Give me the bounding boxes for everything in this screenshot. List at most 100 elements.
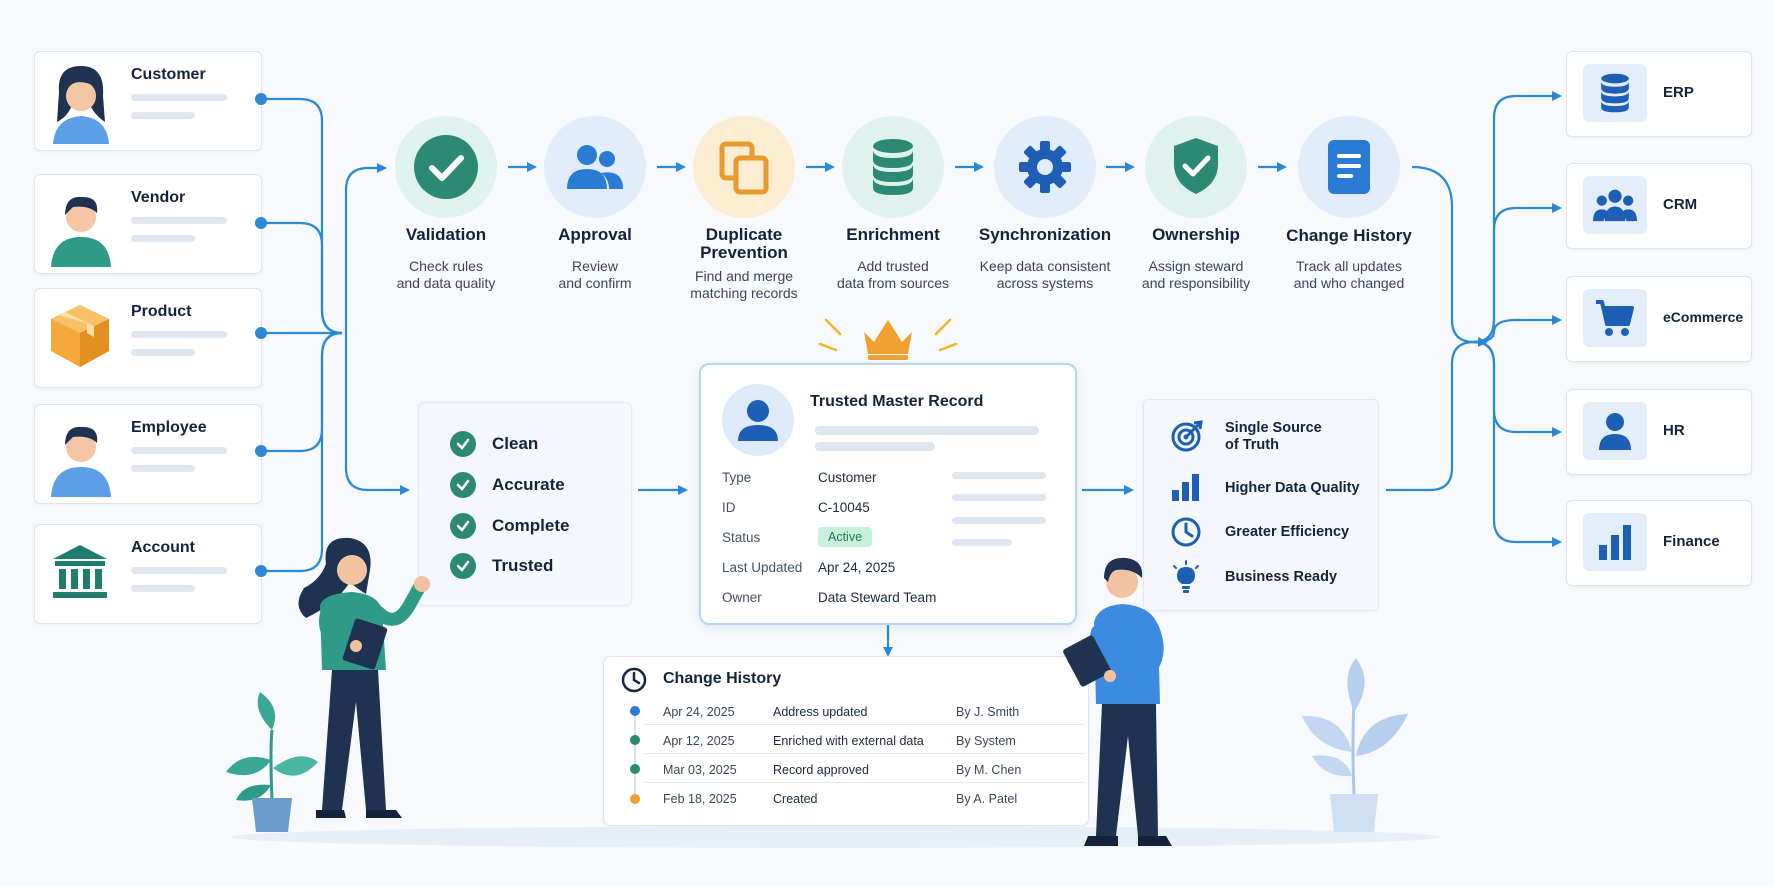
- step-description: Check rules and data quality: [396, 258, 496, 291]
- target-label: CRM: [1663, 196, 1698, 213]
- history-author: By M. Chen: [956, 763, 1022, 777]
- history-author: By System: [956, 734, 1016, 748]
- target-label: eCommerce: [1663, 309, 1744, 325]
- quality-item: Clean: [450, 431, 610, 457]
- timeline-dot: [630, 735, 640, 745]
- field-value: Customer: [818, 470, 877, 485]
- users-icon: [1583, 176, 1647, 234]
- timeline-dot: [630, 706, 640, 716]
- target-card-hr[interactable]: HR: [1566, 389, 1752, 475]
- step-title: Enrichment: [846, 225, 940, 244]
- shield-icon: [1174, 138, 1218, 194]
- clock-icon: [621, 667, 647, 693]
- step-title: Ownership: [1152, 225, 1240, 244]
- plant-right-illustration: [1302, 658, 1408, 832]
- bar-chart-icon: [1172, 474, 1199, 501]
- change-history-title: Change History: [663, 670, 782, 687]
- quality-label: Complete: [492, 516, 570, 535]
- history-event: Record approved: [773, 763, 869, 777]
- source-card-vendor[interactable]: Vendor: [34, 174, 262, 274]
- crown-icon: [818, 318, 958, 360]
- quality-label: Accurate: [492, 475, 565, 494]
- change-history-card: [603, 656, 1089, 826]
- woman-with-tablet-illustration: [298, 537, 430, 818]
- man-with-tablet-illustration: [1063, 557, 1172, 846]
- field-value: Data Steward Team: [818, 590, 937, 605]
- connector-dot: [255, 565, 267, 577]
- step-description: Add trusted data from sources: [836, 258, 950, 291]
- check-icon: [414, 135, 478, 199]
- step-description: Keep data consistent across systems: [979, 258, 1111, 291]
- field-label: Type: [722, 470, 752, 485]
- step-title: Change History: [1286, 226, 1412, 245]
- step-synchronization[interactable]: [994, 116, 1096, 218]
- check-icon: [450, 553, 476, 579]
- source-card-product[interactable]: Product: [34, 288, 262, 388]
- history-author: By J. Smith: [956, 705, 1020, 719]
- step-duplicate-prevention[interactable]: [693, 116, 795, 218]
- clock-icon: [1171, 517, 1201, 547]
- field-value: Apr 24, 2025: [818, 560, 896, 575]
- check-icon: [450, 431, 476, 457]
- target-card-crm[interactable]: CRM: [1566, 163, 1752, 249]
- step-change-history[interactable]: [1298, 116, 1400, 218]
- target-label: Finance: [1663, 533, 1720, 550]
- quality-label: Clean: [492, 434, 539, 453]
- check-icon: [450, 472, 476, 498]
- target-icon: [1171, 420, 1203, 452]
- cart-icon: [1583, 289, 1647, 347]
- quality-item: Trusted: [450, 553, 610, 579]
- box-icon: [51, 305, 109, 367]
- step-description: Find and merge matching records: [690, 268, 798, 301]
- benefit-label: Business Ready: [1225, 569, 1338, 585]
- timeline-line: [634, 712, 636, 800]
- connector-dot: [255, 445, 267, 457]
- person-icon: [1583, 402, 1647, 460]
- source-label: Employee: [131, 419, 207, 436]
- source-card-customer[interactable]: Customer: [34, 51, 262, 151]
- database-icon: [1583, 64, 1647, 122]
- connector-dot: [255, 217, 267, 229]
- target-card-erp[interactable]: ERP: [1566, 51, 1752, 137]
- timeline-dot: [630, 794, 640, 804]
- step-validation[interactable]: [395, 116, 497, 218]
- gear-icon: [1019, 141, 1071, 193]
- source-label: Product: [131, 303, 192, 320]
- benefit-label: Single Source of Truth: [1225, 420, 1322, 453]
- history-date: Feb 18, 2025: [663, 792, 737, 806]
- field-label: Status: [722, 530, 761, 545]
- document-icon: [1328, 140, 1370, 194]
- target-card-finance[interactable]: Finance: [1566, 500, 1752, 586]
- quality-label: Trusted: [492, 556, 554, 575]
- benefit-label: Greater Efficiency: [1225, 524, 1350, 540]
- step-description: Assign steward and responsibility: [1141, 258, 1251, 291]
- source-card-employee[interactable]: Employee: [34, 404, 262, 504]
- step-title: Synchronization: [978, 225, 1112, 244]
- step-ownership[interactable]: [1145, 116, 1247, 218]
- lightbulb-icon: [1173, 560, 1199, 593]
- connector-dot: [255, 327, 267, 339]
- database-icon: [873, 139, 913, 195]
- benefit-label: Higher Data Quality: [1225, 480, 1360, 496]
- source-label: Customer: [131, 66, 206, 83]
- target-label: ERP: [1663, 84, 1694, 101]
- step-approval[interactable]: [544, 116, 646, 218]
- user-avatar-icon: [722, 384, 794, 456]
- connector-dot: [255, 93, 267, 105]
- history-author: By A. Patel: [956, 792, 1018, 806]
- target-label: HR: [1663, 422, 1685, 439]
- check-icon: [450, 513, 476, 539]
- step-enrichment[interactable]: [842, 116, 944, 218]
- target-card-ecommerce[interactable]: eCommerce: [1566, 276, 1752, 362]
- source-label: Vendor: [131, 189, 186, 206]
- source-card-account[interactable]: Account: [34, 524, 262, 624]
- woman-avatar-icon: [53, 66, 109, 144]
- field-value: C-10045: [818, 500, 870, 515]
- status-badge: Active: [818, 527, 873, 547]
- step-title: Approval: [558, 225, 632, 244]
- step-description: Track all updates and who changed: [1293, 258, 1405, 291]
- history-date: Mar 03, 2025: [663, 763, 737, 777]
- step-description: Review and confirm: [558, 258, 632, 291]
- quality-item: Complete: [450, 513, 610, 539]
